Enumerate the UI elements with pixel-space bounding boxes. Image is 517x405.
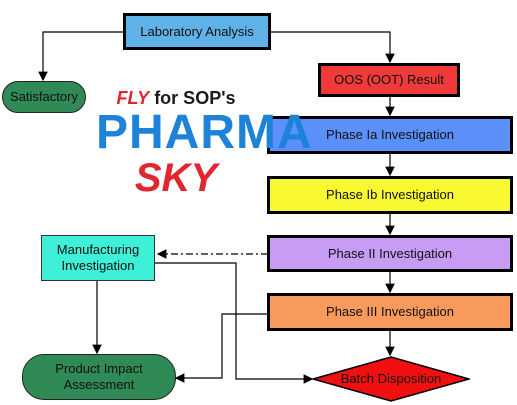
laboratory-analysis-label: Laboratory Analysis xyxy=(140,23,254,39)
phase-ia-label: Phase Ia Investigation xyxy=(326,127,454,142)
oos-result-box: OOS (OOT) Result xyxy=(318,63,460,97)
product-impact-assessment-box: Product Impact Assessment xyxy=(22,354,176,400)
manufacturing-investigation-box: Manufacturing Investigation xyxy=(41,235,155,281)
phase-iii-box: Phase III Investigation xyxy=(267,293,513,331)
product-impact-assessment-label: Product Impact Assessment xyxy=(55,361,143,392)
phase-iii-label: Phase III Investigation xyxy=(326,304,454,319)
phase-ib-label: Phase Ib Investigation xyxy=(326,187,454,202)
manufacturing-investigation-label: Manufacturing Investigation xyxy=(56,242,140,273)
arrow-lab-to-oos xyxy=(270,31,395,64)
pharma-sky-logo: FLY for SOP's PHARMA SKY xyxy=(96,88,313,206)
batch-disposition-diamond xyxy=(312,356,470,402)
satisfactory-label: Satisfactory xyxy=(10,89,78,104)
phase-ia-box: Phase Ia Investigation xyxy=(267,116,513,154)
arrow-manufacturing-to-batch xyxy=(155,262,314,384)
laboratory-analysis-box: Laboratory Analysis xyxy=(123,13,271,50)
arrow-phase-iii-to-impact xyxy=(174,313,268,383)
batch-disposition-label: Batch Disposition xyxy=(340,371,442,386)
phase-ii-label: Phase II Investigation xyxy=(327,245,453,261)
satisfactory-box: Satisfactory xyxy=(2,81,86,113)
arrow-lab-to-satisfactory xyxy=(38,31,124,82)
phase-ii-box: Phase II Investigation xyxy=(267,235,513,272)
logo-fly-text: FLY xyxy=(116,88,150,108)
phase-ib-box: Phase Ib Investigation xyxy=(267,176,513,214)
logo-sky-text: SKY xyxy=(134,156,218,200)
logo-pharma-text: PHARMA xyxy=(96,106,313,159)
batch-disposition-box: Batch Disposition xyxy=(312,356,470,402)
logo-for-sops-text: for SOP's xyxy=(154,88,236,108)
oos-result-label: OOS (OOT) Result xyxy=(334,72,444,87)
logo-tagline: FLY for SOP's xyxy=(96,88,256,109)
